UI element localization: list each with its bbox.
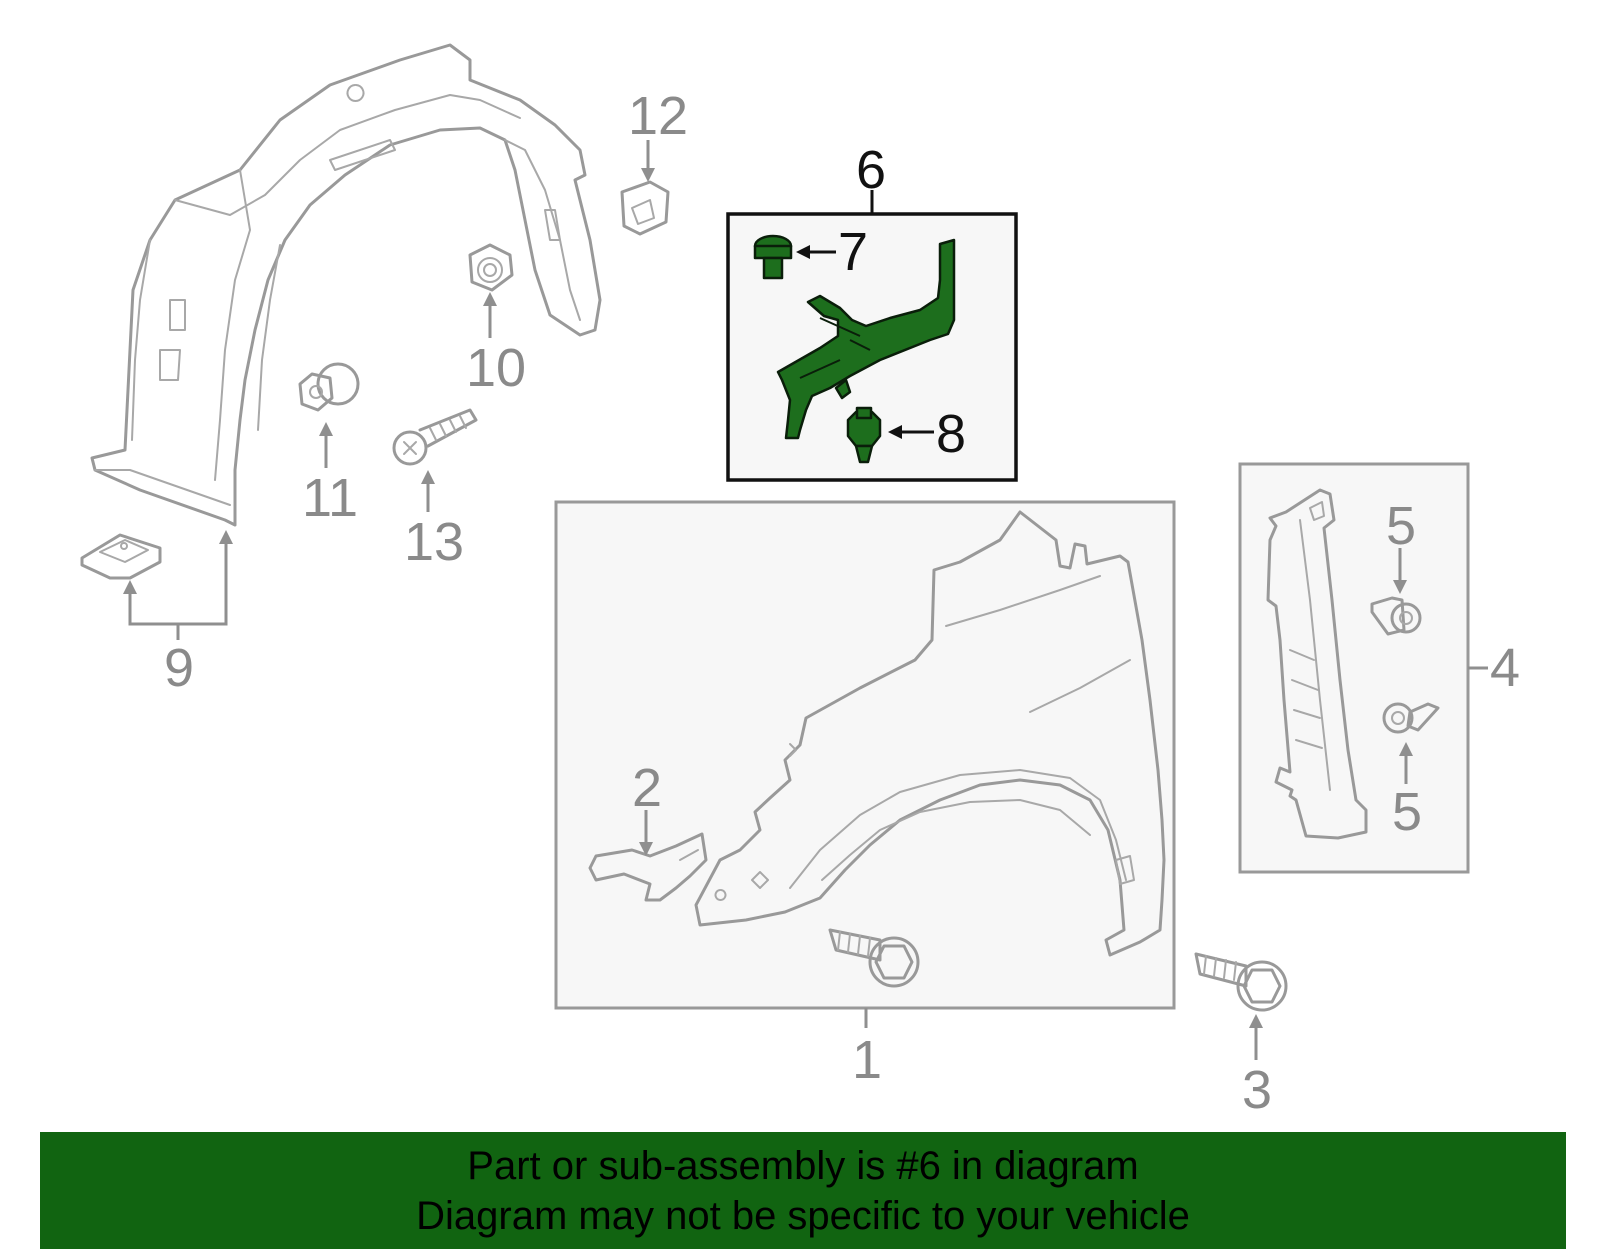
strip-4 bbox=[1266, 488, 1368, 840]
fastener-5-lower bbox=[1382, 702, 1440, 734]
callout-6: 6 bbox=[856, 140, 886, 200]
arrow-5a bbox=[1393, 580, 1407, 594]
clip-9 bbox=[80, 533, 162, 580]
callout-4: 4 bbox=[1490, 638, 1520, 698]
clip-12 bbox=[620, 180, 670, 236]
arrow-7 bbox=[796, 245, 810, 259]
arrow-2 bbox=[639, 842, 653, 856]
callout-8: 8 bbox=[936, 404, 966, 464]
fender-1 bbox=[694, 510, 1166, 957]
parts-diagram: 12 6 7 8 10 11 13 9 2 1 3 4 5 5 bbox=[80, 43, 1520, 1120]
bolt-fender bbox=[828, 928, 920, 988]
arrow-12 bbox=[641, 168, 655, 182]
callout-11: 11 bbox=[302, 468, 358, 528]
clip-8[interactable] bbox=[846, 406, 882, 464]
screw-13 bbox=[392, 408, 478, 466]
box-part-4 bbox=[1238, 462, 1470, 874]
callout-12: 12 bbox=[628, 86, 688, 146]
banner-line-1: Part or sub-assembly is #6 in diagram bbox=[467, 1143, 1139, 1188]
fastener-5-upper bbox=[1370, 596, 1422, 636]
arrow-11 bbox=[319, 422, 333, 436]
arrow-8 bbox=[888, 425, 902, 439]
callout-5-upper: 5 bbox=[1386, 496, 1416, 556]
arrow-13 bbox=[421, 470, 435, 484]
box-fender-1 bbox=[554, 500, 1176, 1010]
bracket-2 bbox=[588, 832, 708, 902]
callout-5-lower: 5 bbox=[1392, 782, 1422, 842]
callout-7: 7 bbox=[838, 222, 868, 282]
nut-11 bbox=[298, 362, 360, 412]
callout-10: 10 bbox=[466, 338, 526, 398]
nut-10 bbox=[468, 243, 514, 292]
arrow-3 bbox=[1249, 1014, 1263, 1028]
fender-liner bbox=[90, 43, 602, 527]
arrow-9a bbox=[123, 580, 137, 594]
info-banner: Part or sub-assembly is #6 in diagram Di… bbox=[40, 1132, 1566, 1249]
bolt-3 bbox=[1194, 952, 1288, 1012]
banner-line-2: Diagram may not be specific to your vehi… bbox=[416, 1193, 1190, 1238]
callout-2: 2 bbox=[632, 758, 662, 818]
callout-9: 9 bbox=[164, 638, 194, 698]
arrow-10 bbox=[483, 292, 497, 306]
callout-13: 13 bbox=[404, 512, 464, 572]
bracket-6[interactable] bbox=[776, 238, 956, 440]
callout-1: 1 bbox=[852, 1030, 882, 1090]
clip-7[interactable] bbox=[753, 234, 793, 280]
callout-3: 3 bbox=[1242, 1060, 1272, 1120]
arrow-5b bbox=[1399, 742, 1413, 756]
arrow-9b bbox=[219, 530, 233, 544]
